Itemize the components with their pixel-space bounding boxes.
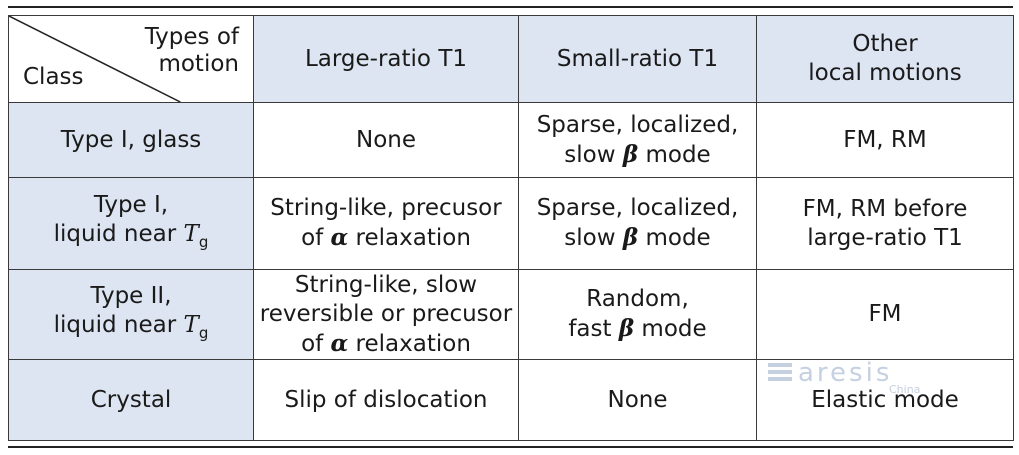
cell-text: String-like, precusor (270, 195, 502, 221)
text-fragment: mode (638, 141, 711, 168)
row-label-text: Type I, glass (60, 126, 202, 153)
row-label-type-i-glass: Type I, glass (8, 102, 254, 178)
row-label-text: Crystal (90, 386, 172, 413)
text-fragment: of (301, 225, 331, 251)
text-fragment: fast (568, 316, 619, 342)
corner-column-heading: Types of motion (145, 24, 239, 78)
table-row: Type I, glass None Sparse, localized, sl… (8, 102, 1014, 178)
cell-text: Elastic mode (811, 386, 959, 413)
cell-text: Slip of dislocation (284, 386, 488, 413)
cell-other: FM, RM (756, 102, 1014, 178)
header-other-line1: Other (852, 31, 918, 57)
cell-text: Random, (586, 286, 689, 312)
header-row: Types of motion Class Large-ratio T1 Sma… (8, 15, 1014, 103)
cell-text: FM (868, 301, 902, 327)
corner-top-line1: Types of (144, 24, 239, 50)
header-other-local-motions: Other local motions (756, 15, 1014, 103)
motion-classification-table: Types of motion Class Large-ratio T1 Sma… (8, 15, 1014, 441)
cell-small-ratio: None (518, 359, 757, 441)
cell-text: FM, RM before (802, 195, 968, 222)
cell-text: None (607, 386, 668, 413)
row-label-line2: liquid near Tg (11, 220, 251, 257)
cell-other: Elastic mode (756, 359, 1014, 441)
header-large-ratio-t1-text: Large-ratio T1 (304, 45, 468, 72)
cell-text-line2: fast β mode (521, 314, 754, 344)
cell-text-line3: of α relaxation (256, 329, 516, 359)
header-small-ratio-t1-text: Small-ratio T1 (556, 45, 719, 72)
row-label-type-i-liquid: Type I, liquid near Tg (8, 177, 254, 270)
cell-large-ratio: Slip of dislocation (253, 359, 519, 441)
cell-other: FM, RM before large-ratio T1 (756, 177, 1014, 270)
text-fragment: mode (638, 225, 711, 251)
tg-subscript: g (198, 323, 209, 342)
corner-header-cell: Types of motion Class (8, 15, 254, 103)
cell-text: Sparse, localized, (536, 195, 739, 221)
cell-text-line2: of α relaxation (256, 223, 516, 253)
text-fragment: slow (564, 225, 623, 251)
header-large-ratio-t1: Large-ratio T1 (253, 15, 519, 103)
cell-large-ratio: String-like, slow reversible or precusor… (253, 269, 519, 360)
top-rule (8, 6, 1013, 8)
beta-symbol: β (622, 140, 639, 168)
cell-large-ratio: None (253, 102, 519, 178)
cell-text: Sparse, localized, (536, 111, 739, 138)
corner-diagonal-line (9, 16, 181, 102)
table-row: Type I, liquid near Tg String-like, prec… (8, 177, 1014, 270)
header-other-line2: local motions (808, 60, 962, 86)
text-fragment: relaxation (348, 330, 471, 357)
table-row: Crystal Slip of dislocation None Elastic… (8, 359, 1014, 441)
row-label-type-ii-liquid: Type II, liquid near Tg (8, 269, 254, 360)
header-small-ratio-t1: Small-ratio T1 (518, 15, 757, 103)
row-label-text: Type I, (93, 191, 169, 218)
cell-small-ratio: Random, fast β mode (518, 269, 757, 360)
cell-text: String-like, slow (294, 271, 478, 298)
cell-text-line2: large-ratio T1 (807, 224, 963, 251)
cell-text: None (355, 126, 416, 153)
text-fragment: mode (634, 316, 707, 342)
cell-text-line2: slow β mode (521, 223, 754, 253)
cell-large-ratio: String-like, precusor of α relaxation (253, 177, 519, 270)
tg-symbol: T (183, 220, 199, 247)
cell-small-ratio: Sparse, localized, slow β mode (518, 102, 757, 178)
cell-small-ratio: Sparse, localized, slow β mode (518, 177, 757, 270)
tg-symbol: T (183, 311, 199, 338)
corner-row-heading: Class (23, 64, 84, 90)
cell-text-line2: slow β mode (521, 140, 754, 170)
alpha-symbol: α (330, 329, 349, 357)
cell-text-line2: reversible or precusor (259, 300, 513, 327)
tg-subscript: g (198, 232, 209, 251)
text-fragment: relaxation (348, 225, 471, 251)
alpha-symbol: α (330, 224, 349, 251)
bottom-rule (8, 446, 1013, 448)
text-fragment: liquid near (53, 311, 184, 338)
text-fragment: of (301, 330, 331, 357)
row-label-text: Type II, (90, 282, 172, 309)
text-fragment: liquid near (53, 220, 184, 247)
row-label-crystal: Crystal (8, 359, 254, 441)
text-fragment: slow (564, 141, 623, 168)
beta-symbol: β (622, 224, 639, 251)
cell-text: FM, RM (843, 126, 927, 153)
cell-other: FM (756, 269, 1014, 360)
table-row: Type II, liquid near Tg String-like, slo… (8, 269, 1014, 360)
row-label-line2: liquid near Tg (11, 311, 251, 348)
beta-symbol: β (618, 315, 635, 342)
corner-top-line2: motion (158, 51, 239, 77)
